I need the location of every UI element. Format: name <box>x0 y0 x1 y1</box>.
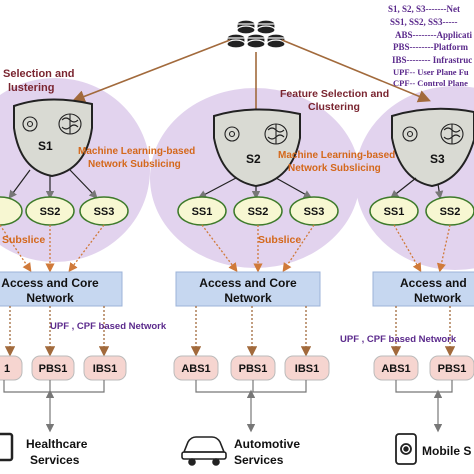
phone-health-icon <box>0 432 14 462</box>
subslice-label: SS3 <box>94 206 115 218</box>
subslice-to-core-arrows <box>0 224 451 273</box>
subslice-label: SS3 <box>304 206 325 218</box>
subslice-label: SS2 <box>440 206 461 218</box>
brain-head-icon <box>213 108 301 188</box>
core-network-label-line1: Access and Core <box>199 276 297 290</box>
network-caption-s3: UPF , CPF based Network <box>340 334 457 345</box>
service-box[interactable] <box>83 355 127 381</box>
ml-label-s2-line1: Machine Learning-based <box>278 150 395 161</box>
core-network-label-line1: Access and Core <box>1 276 99 290</box>
subslices-s1: SS2 SS3 <box>0 196 129 226</box>
core-network-label-line2: Network <box>414 291 462 305</box>
application-label-line1: Mobile S <box>422 444 471 458</box>
service-to-app-connectors <box>3 380 453 433</box>
network-caption-s1: UPF , CPF based Network <box>50 321 167 332</box>
service-box[interactable] <box>284 355 330 381</box>
core-network-label-line2: Network <box>26 291 74 305</box>
subslice-label: SS1 <box>384 206 405 218</box>
application-label-line2: Services <box>30 453 80 467</box>
application-label-line2: Services <box>234 453 284 467</box>
legend: S1, S2, S3-------Net SS1, SS2, SS3----- … <box>388 4 472 88</box>
service-label: IBS1 <box>295 363 319 375</box>
legend-entry: PBS--------Platform <box>393 42 468 52</box>
subslices-s3: SS1 SS2 <box>369 196 474 226</box>
service-label: ABS1 <box>381 363 410 375</box>
subslice-caption-s2: Subslice <box>258 234 301 246</box>
car-icon <box>181 436 227 466</box>
ml-label-s2-line2: Network Subslicing <box>288 163 381 174</box>
core-network-label-line1: Access and <box>400 276 467 290</box>
subslices-s2: SS1 SS2 SS3 <box>177 196 339 226</box>
service-label: PBS1 <box>239 363 268 375</box>
core-network-s2[interactable]: Access and Core Network <box>175 271 321 307</box>
service-label: 1 <box>4 363 10 375</box>
left-clustering-heading: lustering <box>8 82 54 94</box>
legend-entry: S1, S2, S3-------Net <box>388 4 460 14</box>
subslice-label: SS1 <box>192 206 213 218</box>
slice-s1: S1 <box>13 98 93 178</box>
left-selection-heading: Selection and <box>3 68 75 80</box>
service-label: IBS1 <box>93 363 117 375</box>
subslice-label: SS2 <box>40 206 61 218</box>
ml-label-s1-line1: Machine Learning-based <box>78 146 195 157</box>
slice-to-subslice-arrows <box>8 169 444 200</box>
core-to-service-arrows <box>4 306 456 357</box>
mid-selection-heading: Feature Selection and <box>280 88 389 100</box>
core-network-s3[interactable]: Access and Network <box>372 271 474 307</box>
slice-s3: S3 <box>391 107 474 188</box>
subslice-node[interactable] <box>0 196 23 226</box>
slice-label-s2: S2 <box>246 152 261 166</box>
service-box[interactable] <box>31 355 75 381</box>
slice-s2: S2 <box>213 108 301 188</box>
application-label-line1: Healthcare <box>26 437 88 451</box>
service-label: ABS1 <box>181 363 210 375</box>
brain-head-icon <box>13 98 93 178</box>
application-label-line1: Automotive <box>234 437 300 451</box>
legend-entry: IBS-------- Infrastruc <box>392 55 472 65</box>
slice-label-s1: S1 <box>38 139 53 153</box>
application-healthcare[interactable]: Healthcare Services <box>0 432 88 467</box>
legend-entry: UPF-- User Plane Fu <box>393 67 469 77</box>
application-automotive[interactable]: Automotive Services <box>181 436 300 467</box>
core-network-s1[interactable]: Access and Core Network <box>0 271 123 307</box>
service-label: PBS1 <box>438 363 467 375</box>
services-s2: ABS1 PBS1 IBS1 <box>173 355 330 381</box>
core-network-label-line2: Network <box>224 291 272 305</box>
service-box[interactable] <box>0 355 23 381</box>
database-stack-icon <box>226 19 286 49</box>
subslice-label: SS2 <box>248 206 269 218</box>
ml-label-s1-line2: Network Subslicing <box>88 159 181 170</box>
subslice-caption-s1: Subslice <box>2 234 45 246</box>
legend-entry: CPF-- Control Plane <box>393 78 468 88</box>
application-mobile[interactable]: Mobile S <box>395 433 471 465</box>
services-s1: 1 PBS1 IBS1 <box>0 355 127 381</box>
service-label: PBS1 <box>39 363 68 375</box>
brain-head-icon <box>391 107 474 188</box>
services-s3: ABS1 PBS1 <box>373 355 474 381</box>
legend-entry: SS1, SS2, SS3----- <box>390 17 458 27</box>
legend-entry: ABS--------Applicati <box>395 30 472 40</box>
slice-label-s3: S3 <box>430 152 445 166</box>
mobile-gear-icon <box>395 433 417 465</box>
mid-clustering-heading: Clustering <box>308 101 360 113</box>
